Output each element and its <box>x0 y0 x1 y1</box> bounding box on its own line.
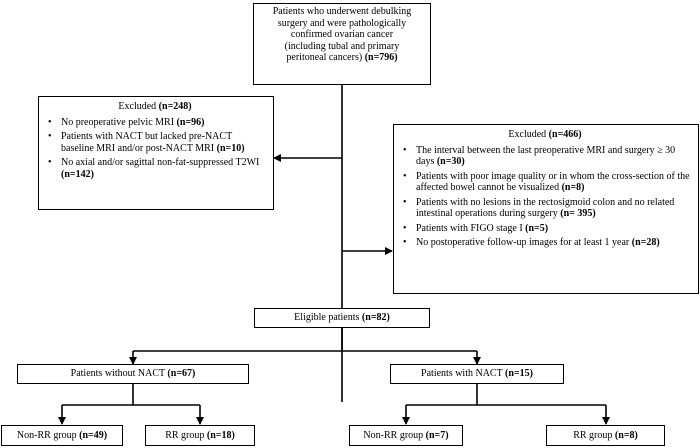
leaf-non-rr-without-nact: Non-RR group (n=49) <box>1 425 123 446</box>
excluded-left-box: Excluded (n=248) No preoperative pelvic … <box>38 96 274 210</box>
excluded-right-count: (n=466) <box>548 129 582 140</box>
excluded-left-item: No preoperative pelvic MRI (n=96) <box>43 117 267 129</box>
initial-cohort-box: Patients who underwent debulking surgery… <box>253 3 431 85</box>
leaf-rr-without-nact: RR group (n=18) <box>145 425 255 446</box>
excluded-right-box: Excluded (n=466) The interval between th… <box>393 124 699 294</box>
without-nact-label: Patients without NACT <box>70 368 168 379</box>
initial-cohort-line-1: Patients who underwent debulking <box>272 6 412 17</box>
excluded-right-item: Patients with poor image quality or in w… <box>398 171 692 194</box>
initial-cohort-line-3: confirmed ovarian cancer <box>290 29 394 40</box>
excluded-right-item: Patients with no lesions in the rectosig… <box>398 197 692 220</box>
leaf-rr-with-nact: RR group (n=8) <box>546 425 665 446</box>
excluded-right-item: No postoperative follow-up images for at… <box>398 237 692 249</box>
initial-cohort-count: (n=796) <box>364 52 398 63</box>
leaf-non-rr-with-nact: Non-RR group (n=7) <box>349 425 463 446</box>
eligible-patients-label: Eligible patients <box>294 312 362 323</box>
excluded-right-item: The interval between the last preoperati… <box>398 145 692 168</box>
initial-cohort-line-2: surgery and were pathologically <box>277 17 407 29</box>
initial-cohort-line-4: (including tubal and primary <box>284 40 400 52</box>
excluded-left-title: Excluded <box>118 101 159 112</box>
excluded-left-item: Patients with NACT but lacked pre-NACT b… <box>43 131 267 154</box>
excluded-left-count: (n=248) <box>158 101 192 112</box>
initial-cohort-line-5: peritoneal cancers) <box>286 52 365 63</box>
eligible-patients-count: (n=82) <box>361 312 390 323</box>
excluded-right-title: Excluded <box>508 129 549 140</box>
with-nact-count: (n=15) <box>505 368 533 379</box>
excluded-left-item: No axial and/or sagittal non-fat-suppres… <box>43 157 267 180</box>
eligible-patients-box: Eligible patients (n=82) <box>254 308 430 328</box>
with-nact-box: Patients with NACT (n=15) <box>390 364 564 384</box>
excluded-right-item: Patients with FIGO stage I (n=5) <box>398 223 692 235</box>
with-nact-label: Patients with NACT <box>421 368 506 379</box>
without-nact-count: (n=67) <box>167 368 196 379</box>
without-nact-box: Patients without NACT (n=67) <box>17 364 249 384</box>
